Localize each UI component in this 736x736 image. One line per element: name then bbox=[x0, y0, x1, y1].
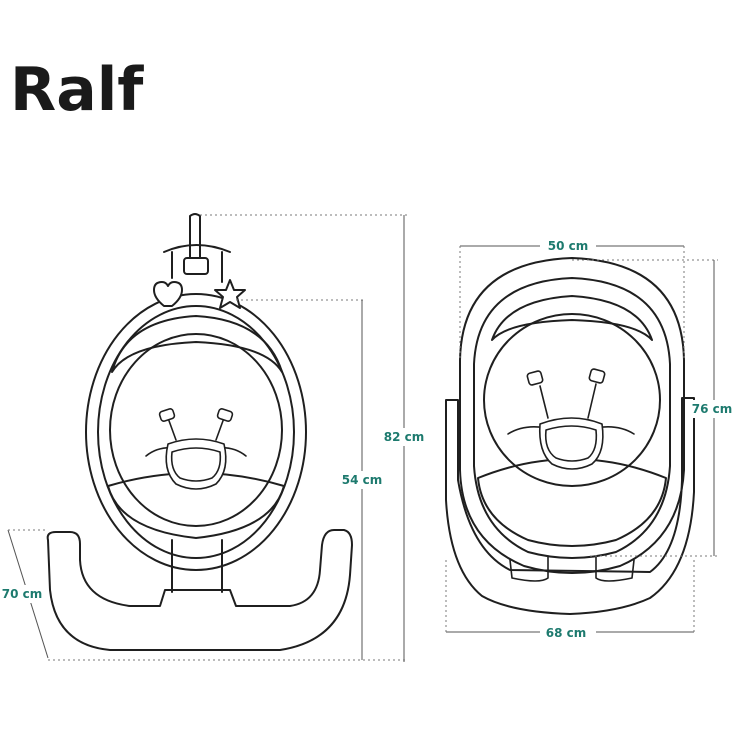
base-frame bbox=[445, 397, 695, 615]
top-seat-shell bbox=[459, 257, 685, 574]
toy-bar bbox=[153, 213, 246, 309]
top-headrest bbox=[491, 295, 653, 341]
total-height-label: 82 cm bbox=[384, 430, 425, 444]
swing-base bbox=[46, 529, 353, 651]
heart-toy bbox=[153, 281, 183, 307]
product-title: Ralf bbox=[10, 55, 144, 125]
base-depth-label: 70 cm bbox=[2, 587, 43, 601]
top-seat-inner bbox=[473, 277, 671, 559]
top-view-illustration bbox=[445, 257, 695, 615]
harness bbox=[145, 408, 247, 490]
top-view-dimensions: 50 cm 76 cm 68 cm bbox=[445, 237, 734, 642]
base-width-label: 68 cm bbox=[546, 626, 587, 640]
star-toy bbox=[214, 279, 246, 309]
seat-inner-shell bbox=[97, 305, 295, 559]
seat-cushion-top bbox=[111, 315, 283, 373]
front-view-illustration bbox=[46, 213, 353, 651]
seat-outer-shell bbox=[85, 293, 307, 571]
front-view-dimensions: 82 cm 54 cm 70 cm bbox=[0, 214, 428, 662]
top-width-label: 50 cm bbox=[548, 239, 589, 253]
seat-height-label: 54 cm bbox=[342, 473, 383, 487]
seat-cushion bbox=[109, 333, 283, 527]
top-length-label: 76 cm bbox=[692, 402, 733, 416]
top-seat-bottom bbox=[477, 458, 667, 547]
stand-neck bbox=[171, 539, 223, 593]
top-harness bbox=[507, 368, 635, 470]
top-seat-cushion bbox=[483, 313, 661, 487]
